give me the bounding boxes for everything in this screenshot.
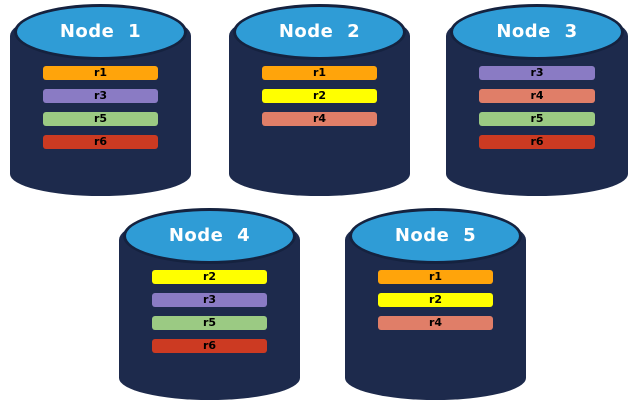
partition-list: r1 r2 r4 bbox=[261, 66, 378, 135]
cylinder-top: Node 4 bbox=[123, 208, 296, 264]
node-title: Node 5 bbox=[394, 224, 477, 246]
partition-bar-r5: r5 bbox=[42, 112, 159, 126]
node-title: Node 1 bbox=[59, 20, 142, 42]
node-4-cylinder: Node 4 r2 r3 r5 r6 bbox=[119, 208, 300, 400]
node-title: Node 2 bbox=[278, 20, 361, 42]
partition-bar-r3: r3 bbox=[42, 89, 159, 103]
partition-bar-r4: r4 bbox=[261, 112, 378, 126]
partition-list: r3 r4 r5 r6 bbox=[478, 66, 596, 158]
partition-list: r1 r2 r4 bbox=[377, 270, 494, 339]
partition-bar-r4: r4 bbox=[377, 316, 494, 330]
partition-bar-r4: r4 bbox=[478, 89, 596, 103]
node-title: Node 3 bbox=[496, 20, 578, 42]
partition-bar-r2: r2 bbox=[151, 270, 268, 284]
partition-bar-r1: r1 bbox=[377, 270, 494, 284]
partition-bar-r5: r5 bbox=[478, 112, 596, 126]
partition-bar-r2: r2 bbox=[377, 293, 494, 307]
node-2-cylinder: Node 2 r1 r2 r4 bbox=[229, 4, 410, 196]
partition-bar-r6: r6 bbox=[151, 339, 268, 353]
node-3-cylinder: Node 3 r3 r4 r5 r6 bbox=[446, 4, 628, 196]
node-5-cylinder: Node 5 r1 r2 r4 bbox=[345, 208, 526, 400]
partition-bar-r1: r1 bbox=[42, 66, 159, 80]
partition-list: r1 r3 r5 r6 bbox=[42, 66, 159, 158]
partition-bar-r2: r2 bbox=[261, 89, 378, 103]
partition-bar-r3: r3 bbox=[151, 293, 268, 307]
cylinder-top: Node 2 bbox=[233, 4, 406, 60]
node-title: Node 4 bbox=[168, 224, 251, 246]
partition-bar-r6: r6 bbox=[478, 135, 596, 149]
partition-bar-r3: r3 bbox=[478, 66, 596, 80]
partition-list: r2 r3 r5 r6 bbox=[151, 270, 268, 362]
partition-bar-r5: r5 bbox=[151, 316, 268, 330]
cylinder-top: Node 3 bbox=[450, 4, 624, 60]
cylinder-top: Node 1 bbox=[14, 4, 187, 60]
partition-bar-r1: r1 bbox=[261, 66, 378, 80]
cylinder-top: Node 5 bbox=[349, 208, 522, 264]
partition-bar-r6: r6 bbox=[42, 135, 159, 149]
node-1-cylinder: Node 1 r1 r3 r5 r6 bbox=[10, 4, 191, 196]
